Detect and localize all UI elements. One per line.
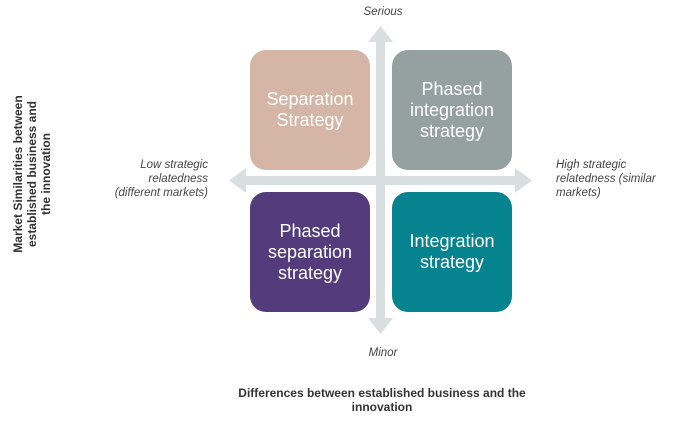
quadrant-label: Integration strategy (409, 231, 495, 272)
arrow-right-head (515, 168, 532, 193)
axis-end-serious: Serious (363, 6, 403, 18)
arrow-up-head (368, 26, 393, 42)
y-axis-title: Market Similarities between established … (11, 95, 53, 253)
quadrant-phased-separation-strategy: Phased separation strategy (250, 192, 370, 312)
quadrant-label: Phased separation strategy (267, 220, 353, 283)
axis-end-minor: Minor (368, 347, 398, 359)
arrow-left-head (229, 168, 246, 193)
quadrant-label: Phased integration strategy (409, 78, 495, 141)
quadrant-separation-strategy: Separation Strategy (250, 50, 370, 170)
axis-end-low-relatedness: Low strategic relatedness (different mar… (114, 159, 208, 199)
arrow-down-head (368, 318, 393, 334)
quadrant-integration-strategy: Integration strategy (392, 192, 512, 312)
quadrant-label: Separation Strategy (266, 89, 354, 130)
axis-end-high-relatedness: High strategic relatedness (similar mark… (556, 159, 656, 199)
horizontal-axis-shaft (244, 176, 518, 185)
x-axis-title: Differences between established business… (238, 386, 526, 414)
quadrant-phased-integration-strategy: Phased integration strategy (392, 50, 512, 170)
